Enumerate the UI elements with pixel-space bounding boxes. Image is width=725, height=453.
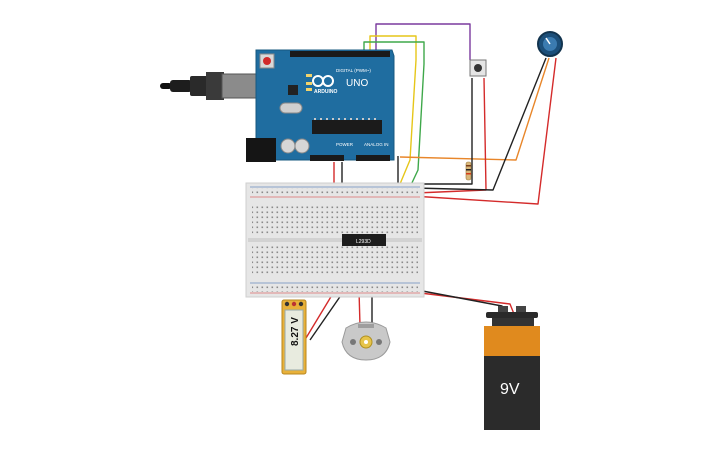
power-header <box>310 155 344 161</box>
wire-black-pot[interactable] <box>413 57 547 191</box>
breadboard <box>245 182 425 298</box>
wire-red-pot[interactable] <box>411 57 557 205</box>
potentiometer[interactable] <box>537 31 563 57</box>
voltmeter-reading: 8.27 V <box>290 317 301 346</box>
arduino-power-label: POWER <box>336 142 354 147</box>
crystal <box>279 102 303 114</box>
arduino-logo: ARDUINO UNO <box>312 75 368 95</box>
analog-header <box>356 155 390 161</box>
battery-9v[interactable]: 9V <box>484 306 540 430</box>
arduino-brand: ARDUINO <box>314 89 337 95</box>
microcontroller-chip <box>312 120 382 134</box>
arduino-uno[interactable]: DIGITAL (PWM~) ARDUINO UNO <box>246 49 395 162</box>
arduino-digital-label: DIGITAL (PWM~) <box>336 68 371 73</box>
wire-yellow[interactable] <box>369 35 417 233</box>
power-jack[interactable] <box>246 138 276 162</box>
wire-orange[interactable] <box>399 57 550 161</box>
wire-red-button[interactable] <box>415 77 487 194</box>
capacitor-2 <box>294 138 310 154</box>
arduino-model: UNO <box>346 78 368 89</box>
voltmeter[interactable]: 8.27 V <box>281 299 307 375</box>
wire-red-battery[interactable] <box>395 289 515 315</box>
capacitor-1 <box>280 138 296 154</box>
driver-ic-label: L293D <box>356 239 371 245</box>
digital-header <box>290 51 390 57</box>
dc-motor[interactable] <box>341 321 391 361</box>
driver-ic[interactable]: L293D <box>342 234 386 246</box>
wire-purple[interactable] <box>375 23 471 60</box>
resistor[interactable] <box>465 161 472 181</box>
usb-cable <box>160 72 267 100</box>
battery-label: 9V <box>500 381 520 398</box>
arduino-analog-label: ANALOG IN <box>364 142 389 147</box>
wire-green[interactable] <box>363 41 425 239</box>
push-button[interactable] <box>469 59 487 77</box>
